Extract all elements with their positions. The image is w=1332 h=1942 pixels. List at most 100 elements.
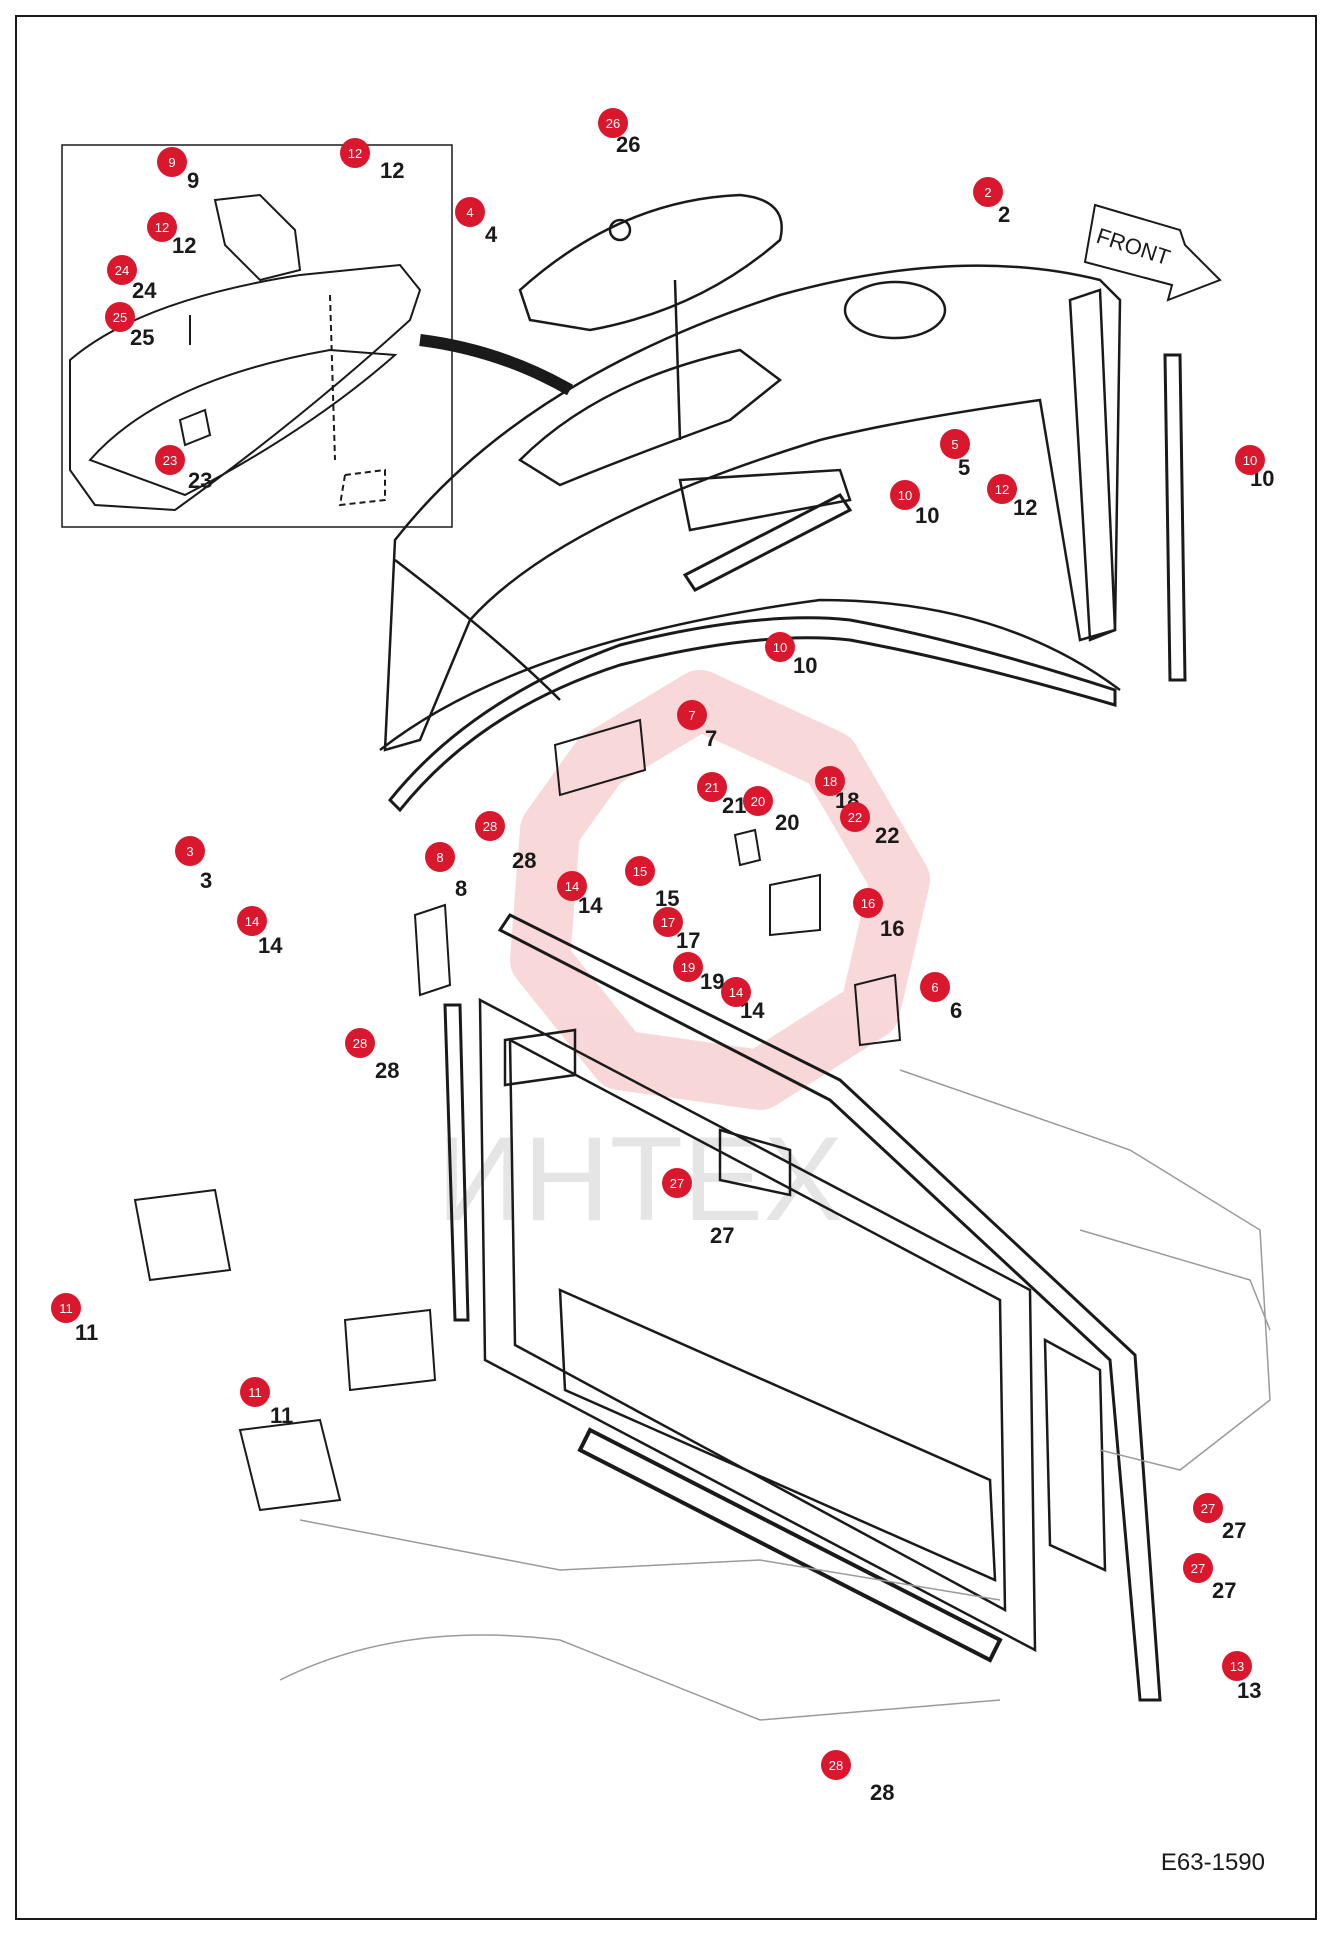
callout-part-number: 22 xyxy=(875,823,899,848)
callout-badge-circle xyxy=(105,302,135,332)
callout-badge-circle xyxy=(155,445,185,475)
callout-c22: 22 22 xyxy=(840,802,899,848)
callout-layer: 2233445566778899101010101010111111111212… xyxy=(51,108,1274,1805)
callout-badge-circle xyxy=(107,255,137,285)
callout-badge-circle xyxy=(940,429,970,459)
callout-badge-number: 27 xyxy=(670,1176,684,1191)
callout-badge-number: 21 xyxy=(705,780,719,795)
callout-badge-number: 23 xyxy=(163,453,177,468)
callout-badge-circle xyxy=(51,1293,81,1323)
callout-badge-number: 15 xyxy=(633,864,647,879)
callout-badge-circle xyxy=(743,786,773,816)
callout-part-number: 28 xyxy=(512,848,536,873)
callout-badge-circle xyxy=(157,147,187,177)
callout-badge-number: 14 xyxy=(729,985,743,1000)
callout-badge-number: 12 xyxy=(155,220,169,235)
callout-badge-circle xyxy=(815,766,845,796)
callout-badge-circle xyxy=(237,906,267,936)
callout-part-number: 14 xyxy=(578,893,603,918)
callout-part-number: 11 xyxy=(75,1320,98,1345)
callout-badge-number: 20 xyxy=(751,794,765,809)
callout-part-number: 6 xyxy=(950,998,962,1023)
callout-part-number: 27 xyxy=(1212,1578,1236,1603)
callout-badge-number: 13 xyxy=(1230,1659,1244,1674)
callout-badge-circle xyxy=(425,842,455,872)
callout-badge-circle xyxy=(240,1377,270,1407)
callout-badge-number: 11 xyxy=(59,1301,73,1316)
callout-badge-number: 9 xyxy=(168,155,175,170)
outer-frame xyxy=(15,15,1317,1920)
callout-badge-number: 28 xyxy=(483,819,497,834)
callout-part-number: 19 xyxy=(700,969,724,994)
callout-badge-circle xyxy=(1222,1651,1252,1681)
callout-badge-circle xyxy=(890,480,920,510)
callout-badge-number: 2 xyxy=(984,185,991,200)
chassis-background xyxy=(279,1069,1271,1721)
callout-part-number: 27 xyxy=(710,1223,734,1248)
callout-badge-circle xyxy=(673,952,703,982)
callout-badge-circle xyxy=(987,474,1017,504)
callout-part-number: 7 xyxy=(705,726,717,751)
callout-badge-number: 16 xyxy=(861,896,875,911)
callout-part-number: 20 xyxy=(775,810,799,835)
callout-badge-number: 22 xyxy=(848,810,862,825)
callout-c7: 77 xyxy=(677,700,717,751)
callout-badge-circle xyxy=(557,871,587,901)
callout-c5: 55 xyxy=(940,429,970,480)
callout-badge-circle xyxy=(920,972,950,1002)
callout-badge-number: 14 xyxy=(565,879,579,894)
callout-badge-circle xyxy=(721,977,751,1007)
callout-badge-number: 10 xyxy=(898,488,912,503)
callout-badge-number: 10 xyxy=(1243,453,1257,468)
callout-part-number: 17 xyxy=(676,928,700,953)
callout-badge-number: 17 xyxy=(661,915,675,930)
callout-badge-circle xyxy=(475,811,505,841)
callout-part-number: 27 xyxy=(1222,1518,1246,1543)
callout-part-number: 24 xyxy=(132,278,157,303)
seal-strips xyxy=(387,353,1187,1702)
callout-badge-circle xyxy=(840,802,870,832)
callout-part-number: 12 xyxy=(172,233,196,258)
callout-badge-circle xyxy=(853,888,883,918)
callout-badge-circle xyxy=(147,212,177,242)
callout-badge-number: 5 xyxy=(951,437,958,452)
callout-part-number: 28 xyxy=(375,1058,399,1083)
callout-part-number: 25 xyxy=(130,325,154,350)
callout-badge-number: 3 xyxy=(186,844,193,859)
callout-part-number: 2 xyxy=(998,202,1010,227)
callout-badge-circle xyxy=(1235,445,1265,475)
inset-detail xyxy=(61,144,573,528)
callout-badge-circle xyxy=(973,177,1003,207)
callout-badge-number: 8 xyxy=(436,850,443,865)
callout-badge-circle xyxy=(625,856,655,886)
callout-part-number: 21 xyxy=(722,793,746,818)
callout-badge-number: 6 xyxy=(931,980,938,995)
callout-badge-number: 27 xyxy=(1201,1501,1215,1516)
callout-part-number: 15 xyxy=(655,886,679,911)
front-arrow: FRONT xyxy=(1083,203,1222,302)
callout-badge-circle xyxy=(1183,1553,1213,1583)
hatch-lid xyxy=(518,193,783,441)
callout-c2: 22 xyxy=(973,177,1010,227)
callout-badge-number: 24 xyxy=(115,263,129,278)
callout-badge-number: 18 xyxy=(823,774,837,789)
callout-c8: 88 xyxy=(425,842,467,901)
frame-assembly xyxy=(478,997,1107,1663)
callout-part-number: 9 xyxy=(187,168,199,193)
callout-badge-number: 4 xyxy=(466,205,473,220)
